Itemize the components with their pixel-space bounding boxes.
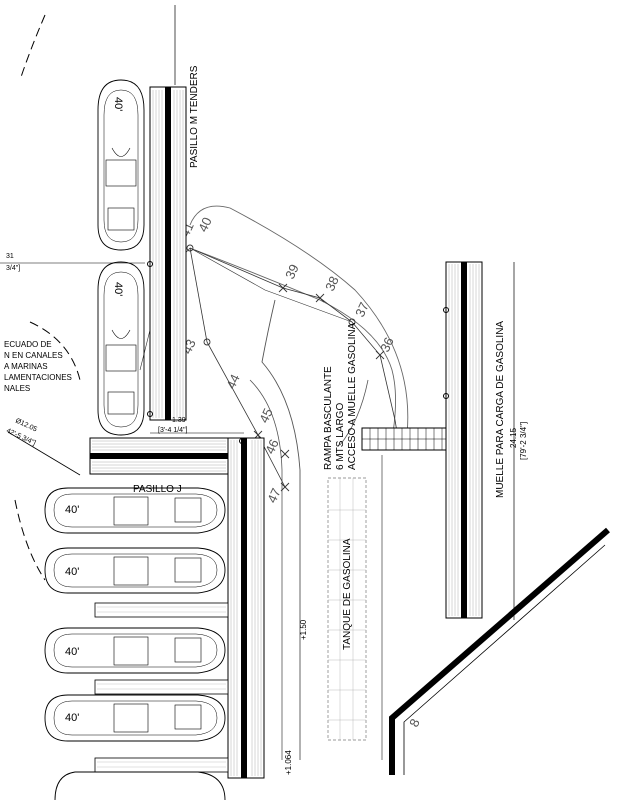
turning-circle-arc-mid xyxy=(29,321,81,381)
elevation-label: +1.50 xyxy=(299,619,308,640)
traverse-line-3 xyxy=(189,247,353,323)
turning-circle-arc-top xyxy=(19,14,46,81)
ramp-label-2: 6 MTS LARGO xyxy=(335,403,346,470)
station-label: 46 xyxy=(262,437,282,456)
left-note: LAMENTACIONES xyxy=(4,373,72,382)
station-label: 44 xyxy=(223,372,243,391)
station-markers xyxy=(186,244,385,492)
boat-size-label: 40' xyxy=(65,566,79,578)
left-note: ECUADO DE xyxy=(4,340,52,349)
pasillo-j-label: PASILLO J xyxy=(133,484,182,495)
sea-wall-inner xyxy=(403,544,606,775)
ramp-label-3: ACCESO A MUELLE GASOLINA xyxy=(347,322,358,470)
canal-outline-outer xyxy=(189,205,409,451)
dim-text: 31 xyxy=(6,253,14,260)
main-pier-rail xyxy=(241,438,247,778)
yacht-partial xyxy=(54,771,226,800)
yacht xyxy=(44,487,226,534)
boat-size-label: 40' xyxy=(112,282,124,296)
fuel-dock-rail xyxy=(461,262,467,618)
pasillo-m-planks xyxy=(152,90,184,418)
fuel-dock-planks xyxy=(448,264,480,616)
cleat xyxy=(443,307,449,313)
gas-tank-label: TANQUE DE GASOLINA xyxy=(342,538,353,650)
station-label: 36 xyxy=(377,335,397,354)
cleat xyxy=(443,393,449,399)
station-label: 40 xyxy=(195,215,215,234)
left-note: NALES xyxy=(4,384,30,393)
gangway-grid xyxy=(362,428,454,450)
pasillo-m-rail xyxy=(165,87,171,420)
cleat xyxy=(147,411,153,417)
sea-wall xyxy=(389,527,610,775)
cleat xyxy=(147,261,153,267)
boat-size-label: 40' xyxy=(112,97,124,111)
dim-text: 3/4"] xyxy=(6,265,20,272)
left-note: N EN CANALES xyxy=(4,351,63,360)
yacht xyxy=(44,627,226,674)
pasillo-j-rail xyxy=(90,453,228,459)
pasillo-m-label: PASILLO M TENDERS xyxy=(189,65,200,168)
elevation-label: +1.064 xyxy=(284,750,293,775)
road-curb-1 xyxy=(261,299,301,760)
cleat xyxy=(239,438,245,444)
station-label: 45 xyxy=(256,406,276,425)
traverse-line xyxy=(189,247,286,488)
finger-pier-planks xyxy=(97,606,226,768)
tender-boat xyxy=(97,261,145,436)
dim-text: [3'-4 1/4"] xyxy=(158,427,188,434)
turning-circle-radius xyxy=(7,431,81,476)
boat-size-label: 40' xyxy=(65,712,79,724)
gas-tank-grid xyxy=(328,478,366,740)
station-label: 47 xyxy=(264,486,284,505)
station-label: 39 xyxy=(282,262,302,281)
turning-circle-arc-bottom xyxy=(14,499,46,581)
road-curb-3 xyxy=(339,379,369,446)
finger-piers xyxy=(94,602,229,773)
boat-size-label: 40' xyxy=(65,646,79,658)
pasillo-j-planks xyxy=(92,440,226,472)
left-note: A MARINAS xyxy=(4,362,48,371)
yacht xyxy=(44,694,226,742)
boat-size-label: 40' xyxy=(65,504,79,516)
cleat xyxy=(461,262,467,268)
canal-outline-inner xyxy=(194,249,396,451)
fuel-dock-dimension-imperial: [79'-2 3/4"] xyxy=(519,422,528,460)
station-label: 38 xyxy=(322,274,342,293)
dim-text: 1.39 xyxy=(172,417,186,424)
yacht xyxy=(44,547,226,594)
tender-boat xyxy=(97,79,145,251)
cleat xyxy=(92,453,98,459)
road-curb-2 xyxy=(249,379,283,760)
main-pier-planks xyxy=(230,440,262,776)
fuel-dock-label: MUELLE PARA CARGA DE GASOLINA xyxy=(495,321,506,498)
station-label: 37 xyxy=(352,300,372,319)
cleat xyxy=(461,611,467,617)
ramp-label-1: RAMPA BASCULANTE xyxy=(323,366,334,470)
fuel-dock-dimension: 24.15 xyxy=(509,427,518,448)
